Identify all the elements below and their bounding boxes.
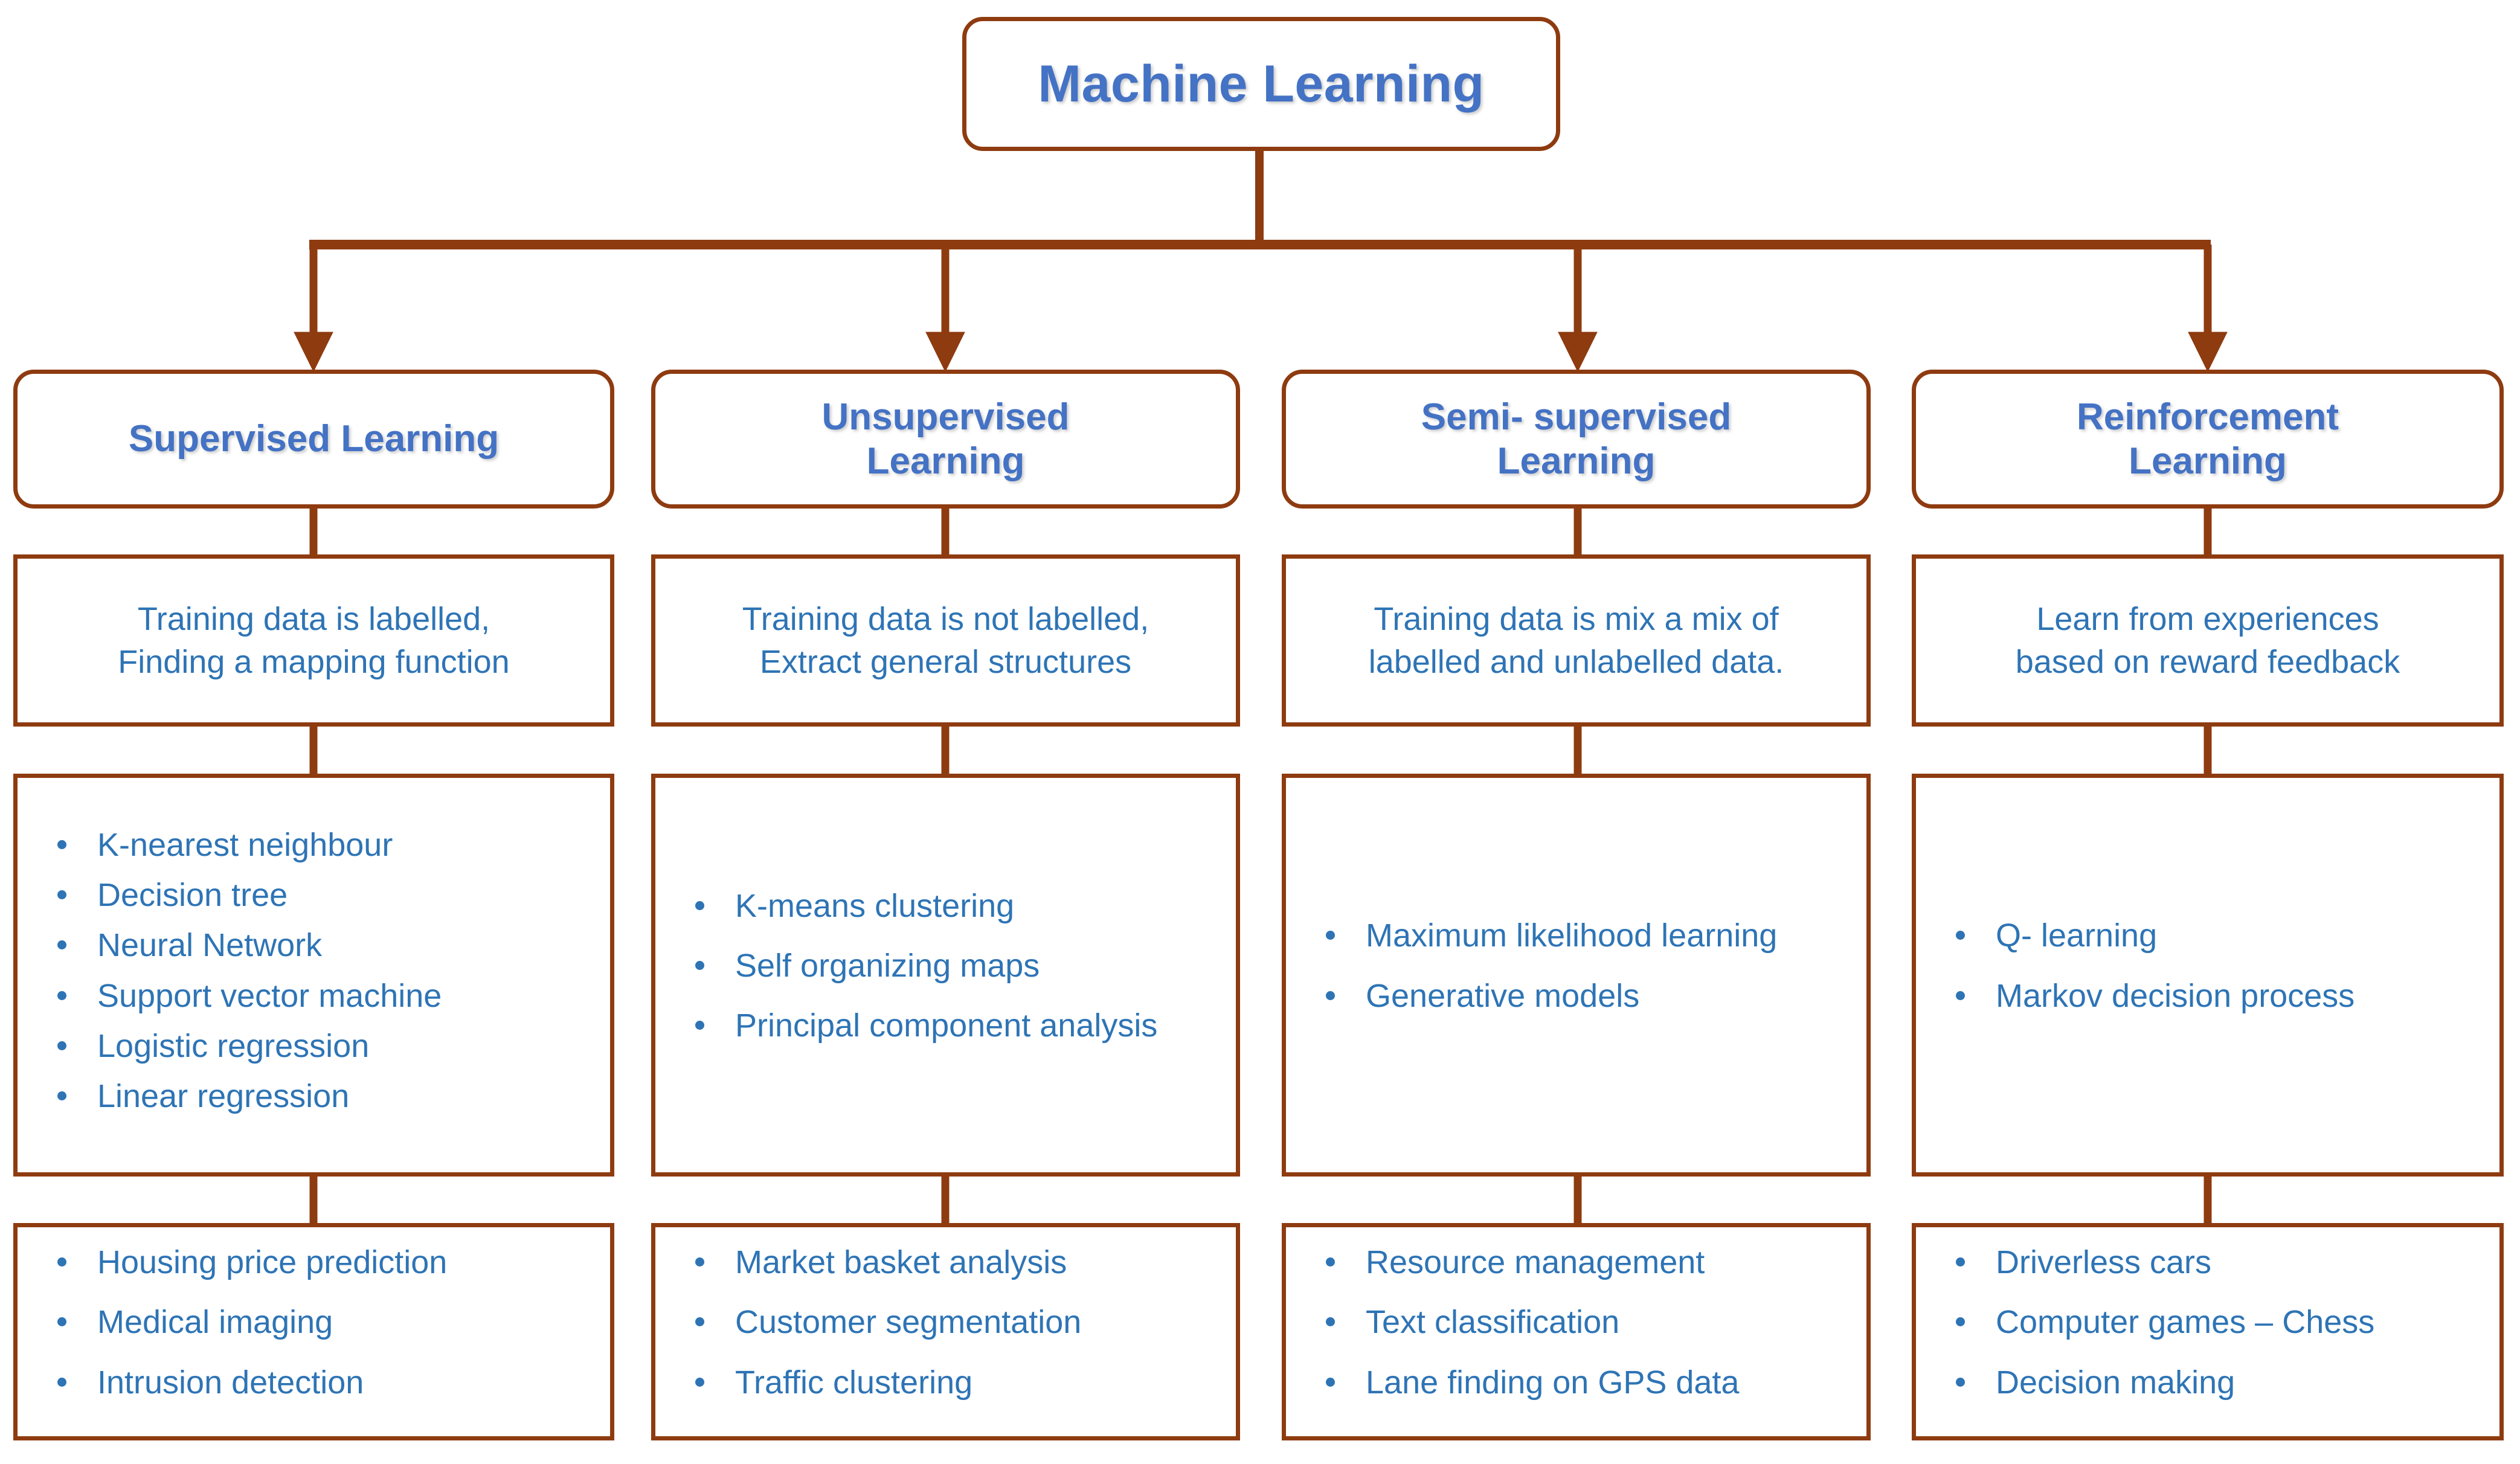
list-item[interactable]: Linear regression: [53, 1076, 594, 1117]
category-header-reinforcement-label: Reinforcement Learning: [2076, 396, 2339, 482]
list-item[interactable]: Decision tree: [53, 875, 594, 916]
list-item[interactable]: Computer games – Chess: [1951, 1302, 2484, 1343]
applications-semi-supervised[interactable]: Resource management Text classification …: [1282, 1223, 1871, 1440]
list-item[interactable]: Housing price prediction: [53, 1242, 594, 1283]
list-item[interactable]: K-means clustering: [690, 885, 1220, 927]
description-supervised[interactable]: Training data is labelled, Finding a map…: [13, 554, 614, 727]
list-item[interactable]: Customer segmentation: [690, 1302, 1220, 1343]
arrowhead-unsupervised: [925, 332, 965, 373]
list-item[interactable]: Neural Network: [53, 925, 594, 966]
list-item[interactable]: Market basket analysis: [690, 1242, 1220, 1283]
list-item[interactable]: Maximum likelihood learning: [1321, 915, 1851, 957]
algorithms-supervised-list: K-nearest neighbour Decision tree Neural…: [18, 824, 610, 1126]
category-header-supervised-label: Supervised Learning: [128, 418, 500, 460]
arrowhead-reinforcement: [2188, 332, 2228, 373]
list-item[interactable]: Text classification: [1321, 1302, 1851, 1343]
applications-reinforcement-list: Driverless cars Computer games – Chess D…: [1916, 1242, 2499, 1421]
category-header-semi-supervised[interactable]: Semi- supervised Learning: [1282, 370, 1871, 509]
list-item[interactable]: Principal component analysis: [690, 1005, 1220, 1047]
list-item[interactable]: Lane finding on GPS data: [1321, 1362, 1851, 1404]
applications-unsupervised-list: Market basket analysis Customer segmenta…: [655, 1242, 1236, 1421]
description-supervised-text: Training data is labelled, Finding a map…: [118, 601, 510, 680]
description-semi-supervised-text: Training data is mix a mix of labelled a…: [1368, 601, 1784, 680]
root-node-label: Machine Learning: [1038, 54, 1485, 113]
list-item[interactable]: Markov decision process: [1951, 975, 2484, 1017]
list-item[interactable]: Generative models: [1321, 975, 1851, 1017]
root-node-machine-learning[interactable]: Machine Learning: [962, 17, 1560, 151]
list-item[interactable]: Medical imaging: [53, 1302, 594, 1343]
applications-reinforcement[interactable]: Driverless cars Computer games – Chess D…: [1912, 1223, 2504, 1440]
list-item[interactable]: Resource management: [1321, 1242, 1851, 1283]
algorithms-semi-supervised[interactable]: Maximum likelihood learning Generative m…: [1282, 774, 1871, 1177]
applications-supervised-list: Housing price prediction Medical imaging…: [18, 1242, 610, 1421]
list-item[interactable]: K-nearest neighbour: [53, 824, 594, 866]
list-item[interactable]: Support vector machine: [53, 975, 594, 1017]
algorithms-reinforcement[interactable]: Q- learning Markov decision process: [1912, 774, 2504, 1177]
algorithms-supervised[interactable]: K-nearest neighbour Decision tree Neural…: [13, 774, 614, 1177]
arrowhead-semi-supervised: [1558, 332, 1598, 373]
algorithms-unsupervised-list: K-means clustering Self organizing maps …: [655, 885, 1236, 1065]
list-item[interactable]: Driverless cars: [1951, 1242, 2484, 1283]
category-header-semi-supervised-label: Semi- supervised Learning: [1421, 396, 1732, 482]
algorithms-reinforcement-list: Q- learning Markov decision process: [1916, 915, 2499, 1035]
description-unsupervised-text: Training data is not labelled, Extract g…: [742, 601, 1149, 680]
list-item[interactable]: Q- learning: [1951, 915, 2484, 957]
category-header-unsupervised[interactable]: Unsupervised Learning: [651, 370, 1240, 509]
applications-unsupervised[interactable]: Market basket analysis Customer segmenta…: [651, 1223, 1240, 1440]
applications-supervised[interactable]: Housing price prediction Medical imaging…: [13, 1223, 614, 1440]
list-item[interactable]: Traffic clustering: [690, 1362, 1220, 1404]
category-header-reinforcement[interactable]: Reinforcement Learning: [1912, 370, 2504, 509]
description-reinforcement[interactable]: Learn from experiences based on reward f…: [1912, 554, 2504, 727]
list-item[interactable]: Logistic regression: [53, 1026, 594, 1067]
list-item[interactable]: Intrusion detection: [53, 1362, 594, 1404]
algorithms-semi-supervised-list: Maximum likelihood learning Generative m…: [1286, 915, 1866, 1035]
category-header-unsupervised-label: Unsupervised Learning: [821, 396, 1070, 482]
applications-semi-supervised-list: Resource management Text classification …: [1286, 1242, 1866, 1421]
list-item[interactable]: Decision making: [1951, 1362, 2484, 1404]
list-item[interactable]: Self organizing maps: [690, 945, 1220, 987]
description-reinforcement-text: Learn from experiences based on reward f…: [2015, 601, 2400, 680]
category-header-supervised[interactable]: Supervised Learning: [13, 370, 614, 509]
description-semi-supervised[interactable]: Training data is mix a mix of labelled a…: [1282, 554, 1871, 727]
arrowhead-supervised: [294, 332, 333, 373]
description-unsupervised[interactable]: Training data is not labelled, Extract g…: [651, 554, 1240, 727]
algorithms-unsupervised[interactable]: K-means clustering Self organizing maps …: [651, 774, 1240, 1177]
